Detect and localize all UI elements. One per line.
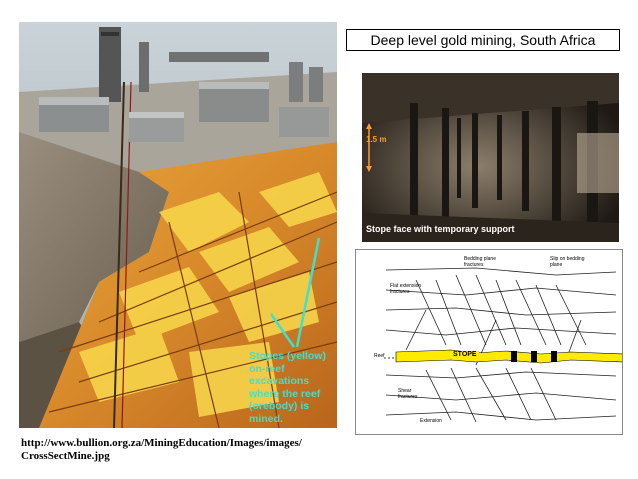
bedding-plane-fractures-label: Bedding plane fractures [464,256,496,268]
diagram-label-line: Shear [398,388,412,394]
stopes-caption-line: Stopes (yellow) [249,350,327,362]
fracture-diagram-graphic [384,267,622,423]
extension-label: Extension [420,418,442,424]
stopes-caption-line: excavations [249,375,310,387]
shear-fractures-label: Shear fractures [398,388,417,400]
stopes-caption-line: mined. [249,412,283,425]
source-line: http://www.bullion.org.za/MiningEducatio… [21,437,302,449]
stopes-caption-line: (orebody) is [249,400,310,412]
stopes-caption-line: where the reef [249,387,321,400]
stope-label: STOPE [451,351,479,358]
diagram-label-line: Bedding plane [464,256,496,262]
source-citation: http://www.bullion.org.za/MiningEducatio… [21,437,321,463]
fracture-diagram: Bedding plane fractures Slip on bedding … [355,249,623,435]
stope-photo-graphic [362,73,619,242]
stopes-caption: Stopes (yellow) on-reef excavations wher… [249,350,333,425]
diagram-label-line: fractures [464,262,484,268]
slip-on-bedding-plane-label: Slip on bedding plane [550,256,584,268]
stopes-caption-line: on-reef [249,362,285,375]
diagram-label-line: fractures [398,394,418,400]
reef-label: Reef [374,353,385,359]
mine-cross-section-graphic [19,22,337,428]
source-line: CrossSectMine.jpg [21,450,110,462]
diagram-label-line: Slip on bedding [550,256,585,262]
stope-photo: 1.5 m Stope face with temporary support [362,73,619,242]
diagram-label-line: fractures [390,289,410,295]
diagram-label-line: plane [550,262,563,268]
flat-extension-fractures-label: Flat extension fractures [390,283,421,295]
mine-cross-section-illustration: Stopes (yellow) on-reef excavations wher… [19,22,337,428]
photo-scale-label: 1.5 m [366,135,387,144]
diagram-label-line: Flat extension [390,283,422,289]
page-title: Deep level gold mining, South Africa [346,29,620,51]
photo-caption: Stope face with temporary support [366,224,515,234]
